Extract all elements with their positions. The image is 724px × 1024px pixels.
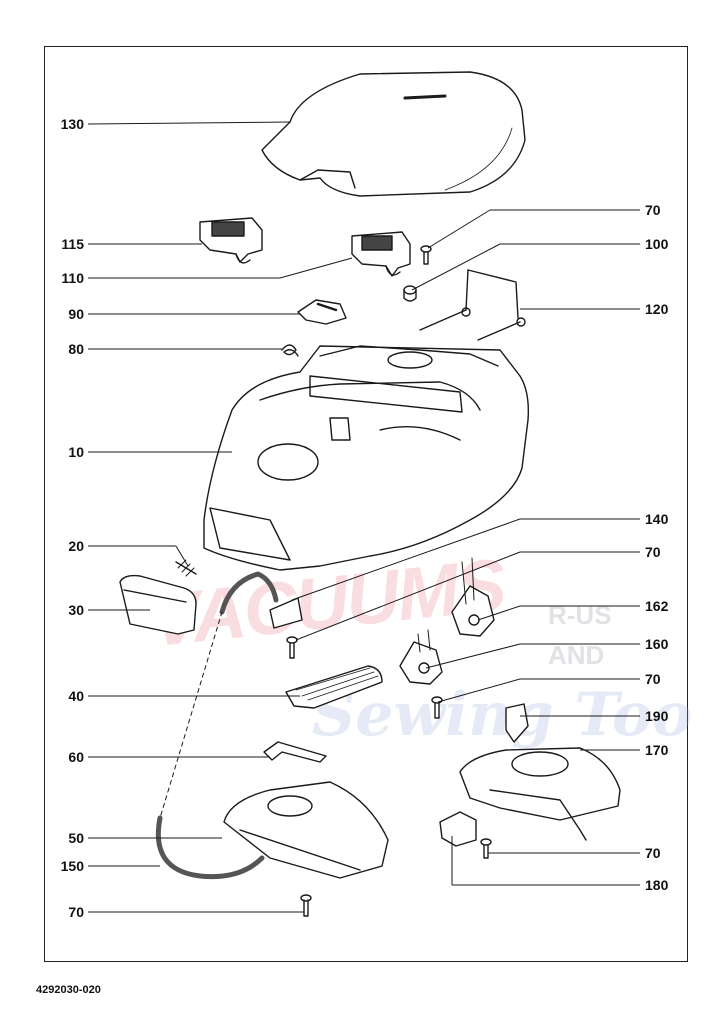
label-30: 30 [68,602,84,618]
label-70-top: 70 [645,202,661,218]
part-30-latch [119,574,197,635]
part-50-bottom-plate [223,781,389,879]
label-115: 115 [61,236,84,252]
part-60-bar [263,741,327,763]
label-100: 100 [645,236,669,252]
part-70-screw-top [420,245,432,265]
part-90-bracket [297,299,347,325]
label-170: 170 [645,742,669,758]
label-160: 160 [645,636,669,652]
part-115-switch [199,217,263,264]
part-40-filter [285,665,383,709]
label-70-low: 70 [645,671,661,687]
label-140: 140 [645,511,669,527]
label-80: 80 [68,341,84,357]
watermark-r-us: R-US [548,600,612,630]
drawing-frame [44,46,688,962]
label-50: 50 [68,830,84,846]
label-40: 40 [68,688,84,704]
label-150: 150 [60,858,84,874]
leader-lines [87,121,640,913]
part-70-screw-bl [300,894,312,917]
part-70-screw-low [431,696,443,719]
label-120: 120 [645,301,669,317]
part-140-bracket [269,597,303,629]
part-10-housing [203,345,530,571]
part-100-nut [403,285,417,302]
watermark-sewing-too: Sewing Too [312,680,693,750]
label-60: 60 [68,749,84,765]
part-162-connector [451,557,495,637]
part-160-connector [399,629,443,685]
label-110: 110 [61,270,84,286]
label-70-bottom-right: 70 [645,845,661,861]
label-180: 180 [645,877,669,893]
part-80-spring [281,344,299,357]
part-70-screw-mid [286,636,298,659]
label-70-bottom-left: 70 [68,904,84,920]
part-190-plug [505,703,529,743]
part-70-screw-br [480,838,492,859]
label-130: 130 [60,116,84,132]
part-120-spring-wire [419,269,526,341]
watermark-and: AND [548,640,605,670]
drawing-code: 4292030-020 [36,984,101,996]
label-90: 90 [68,306,84,322]
label-20: 20 [68,538,84,554]
label-190: 190 [645,708,669,724]
part-130-top-cover [261,71,526,197]
part-170-base [459,747,621,841]
part-110-switch [351,231,411,277]
label-162: 162 [645,598,669,614]
label-70-mid: 70 [645,544,661,560]
part-150-cord [155,571,279,880]
part-180-bracket [439,811,477,847]
label-10: 10 [68,444,84,460]
